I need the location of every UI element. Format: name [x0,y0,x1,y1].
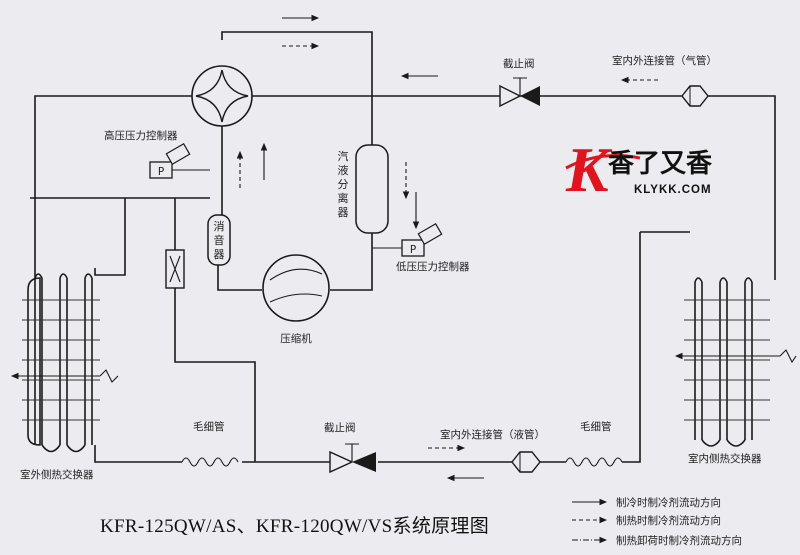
four-way-valve [191,65,253,127]
gas-pipe-label: 室内外连接管（气管） [612,54,717,67]
logo-cn-text: 香了又香 [608,149,712,179]
filter-drier [165,249,185,289]
logo-en-text: KLYKK.COM [634,184,712,196]
stop-valve-liquid-label: 截止阀 [324,421,356,434]
separator-label-2: 液 [338,163,349,177]
stop-valve-liquid [329,443,376,474]
capillary-left [181,457,239,467]
diagram-title: KFR-125QW/AS、KFR-120QW/VS系统原理图 [100,515,489,537]
high-pressure-controller: P [149,142,210,179]
legend [572,498,608,544]
compressor [262,254,330,322]
muffler-label-2: 音 [214,233,225,247]
low-pressure-controller: P [372,222,443,257]
separator-label-5: 器 [338,206,349,219]
separator-label-1: 汽 [338,149,349,163]
muffler [207,214,231,266]
separator-label-3: 分 [338,178,349,191]
capillary-right [565,457,623,467]
liquid-pipe-label: 室内外连接管（液管） [440,428,545,441]
logo-mark: K [565,134,613,205]
legend-label-unload: 制热卸荷时制冷剂流动方向 [616,534,742,547]
outdoor-exchanger-label: 室外侧热交换器 [20,468,94,481]
logo: K 香了又香 KLYKK.COM [565,134,712,205]
legend-label-heating: 制热时制冷剂流动方向 [616,514,721,527]
stop-valve-gas [499,77,540,108]
capillary-right-label: 毛细管 [580,420,612,433]
muffler-label-1: 消 [214,219,225,233]
svg-text:P: P [410,244,416,256]
flow-arrows [236,14,658,482]
separator-label-4: 离 [338,191,349,205]
compressor-label: 压缩机 [280,332,312,345]
gas-liquid-separator [355,144,389,234]
svg-text:P: P [158,166,164,178]
liquid-pipe-union [511,451,541,473]
indoor-heat-exchanger [674,277,797,447]
stop-valve-gas-label: 截止阀 [503,57,535,70]
indoor-exchanger-label: 室内侧热交换器 [688,452,762,465]
legend-label-cooling: 制冷时制冷剂流动方向 [616,496,721,509]
gas-pipe-union [681,85,709,107]
high-pressure-controller-label: 高压压力控制器 [104,129,178,142]
muffler-label-3: 器 [214,248,225,261]
outdoor-heat-exchanger [10,273,119,453]
low-pressure-controller-label: 低压压力控制器 [396,260,470,273]
piping [30,31,776,463]
capillary-left-label: 毛细管 [193,420,225,433]
